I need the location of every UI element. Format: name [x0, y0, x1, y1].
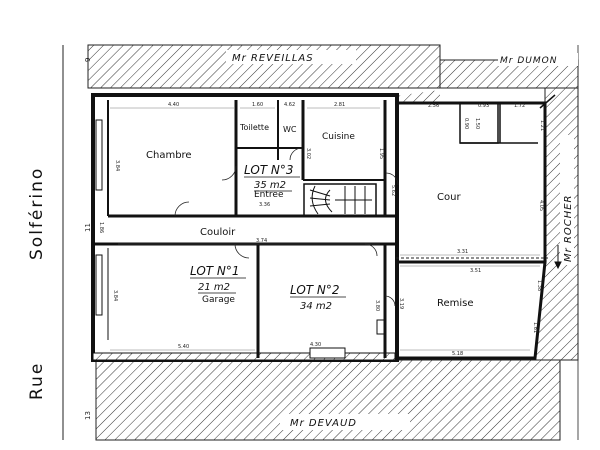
room-cour: Cour: [437, 192, 461, 203]
street-word-rue: Rue: [27, 362, 47, 400]
lot2-area: 34 m2: [300, 301, 332, 312]
dim-label: 1.72: [514, 103, 525, 109]
room-cuisine: Cuisine: [322, 132, 355, 142]
dim-label: 3.84: [112, 290, 118, 301]
dim-label: 4.30: [310, 342, 321, 348]
lot3-label: LOT N°3: [244, 163, 294, 177]
room-garage: Garage: [202, 295, 235, 305]
street-number-bot: 13: [84, 411, 92, 420]
door-swings: [174, 147, 399, 307]
staircase: [303, 183, 377, 217]
dim-label: 4.62: [284, 102, 295, 108]
dim-label: 1.61: [532, 322, 538, 333]
dim-label: 5.18: [452, 351, 463, 357]
neighbor-top-right: Mr DUMON: [500, 56, 557, 66]
windows: [95, 119, 386, 359]
neighbor-right: Mr ROCHER: [563, 194, 574, 262]
dim-label: 1.50: [474, 118, 480, 129]
lot3-area: 35 m2: [254, 180, 286, 191]
dim-label: 3.74: [256, 238, 267, 244]
dim-label: 3.84: [114, 160, 120, 171]
neighbor-bottom: Mr DEVAUD: [290, 418, 357, 429]
dim-label: 3.19: [398, 298, 404, 309]
room-entree: Entree: [254, 190, 284, 200]
lot-labels: LOT N°1 21 m2 LOT N°2 34 m2 LOT N°3 35 m…: [190, 163, 346, 312]
neighbor-top: Mr REVEILLAS: [232, 53, 314, 64]
lot2-label: LOT N°2: [290, 283, 340, 297]
dim-label: 1.21: [539, 120, 545, 131]
dim-label: 3.31: [457, 249, 468, 255]
dim-label: 3.36: [259, 202, 270, 208]
street-word-solferino: Solférino: [27, 167, 47, 260]
exterior-walls: [91, 93, 547, 362]
dim-label: 1.95: [378, 148, 384, 159]
dim-label: 1.38: [536, 280, 542, 291]
neighbor-labels: Mr REVEILLAS Mr DUMON Mr ROCHER Mr DEVAU…: [226, 50, 578, 430]
neighbor-hatching: [87, 44, 579, 441]
street-number-top: 9: [84, 58, 92, 62]
room-remise: Remise: [437, 298, 474, 309]
street-number-mid: 11: [84, 223, 92, 232]
dimension-labels: 4.40 1.60 4.62 2.81 2.56 0.93 1.72 3.74 …: [98, 102, 545, 357]
lot1-area: 21 m2: [198, 282, 230, 293]
dim-label: 5.62: [390, 185, 396, 196]
dim-label: 3.51: [470, 268, 481, 274]
dim-label: 3.80: [374, 300, 380, 311]
room-couloir: Couloir: [200, 227, 236, 238]
lot1-label: LOT N°1: [190, 264, 240, 278]
dim-label: 3.02: [305, 148, 311, 159]
dim-label: 2.81: [334, 102, 345, 108]
room-wc: WC: [283, 125, 297, 134]
dim-label: 2.56: [428, 103, 439, 109]
dimension-lines: [110, 107, 540, 351]
room-toilette: Toilette: [239, 123, 269, 132]
cour-annex: [459, 94, 556, 144]
dim-label: 4.05: [538, 200, 544, 211]
dim-label: 1.60: [252, 102, 263, 108]
arrow-marker: [554, 245, 562, 270]
dim-label: 0.93: [478, 103, 489, 109]
dim-label: 0.90: [463, 118, 469, 129]
dim-label: 1.86: [98, 222, 104, 233]
dim-label: 4.40: [168, 102, 179, 108]
street-name: Rue Solférino 9 11 13: [27, 58, 92, 420]
dim-label: 5.40: [178, 344, 189, 350]
room-labels: Chambre Toilette WC Cuisine Entree Coulo…: [146, 123, 474, 309]
room-chambre: Chambre: [146, 150, 192, 161]
